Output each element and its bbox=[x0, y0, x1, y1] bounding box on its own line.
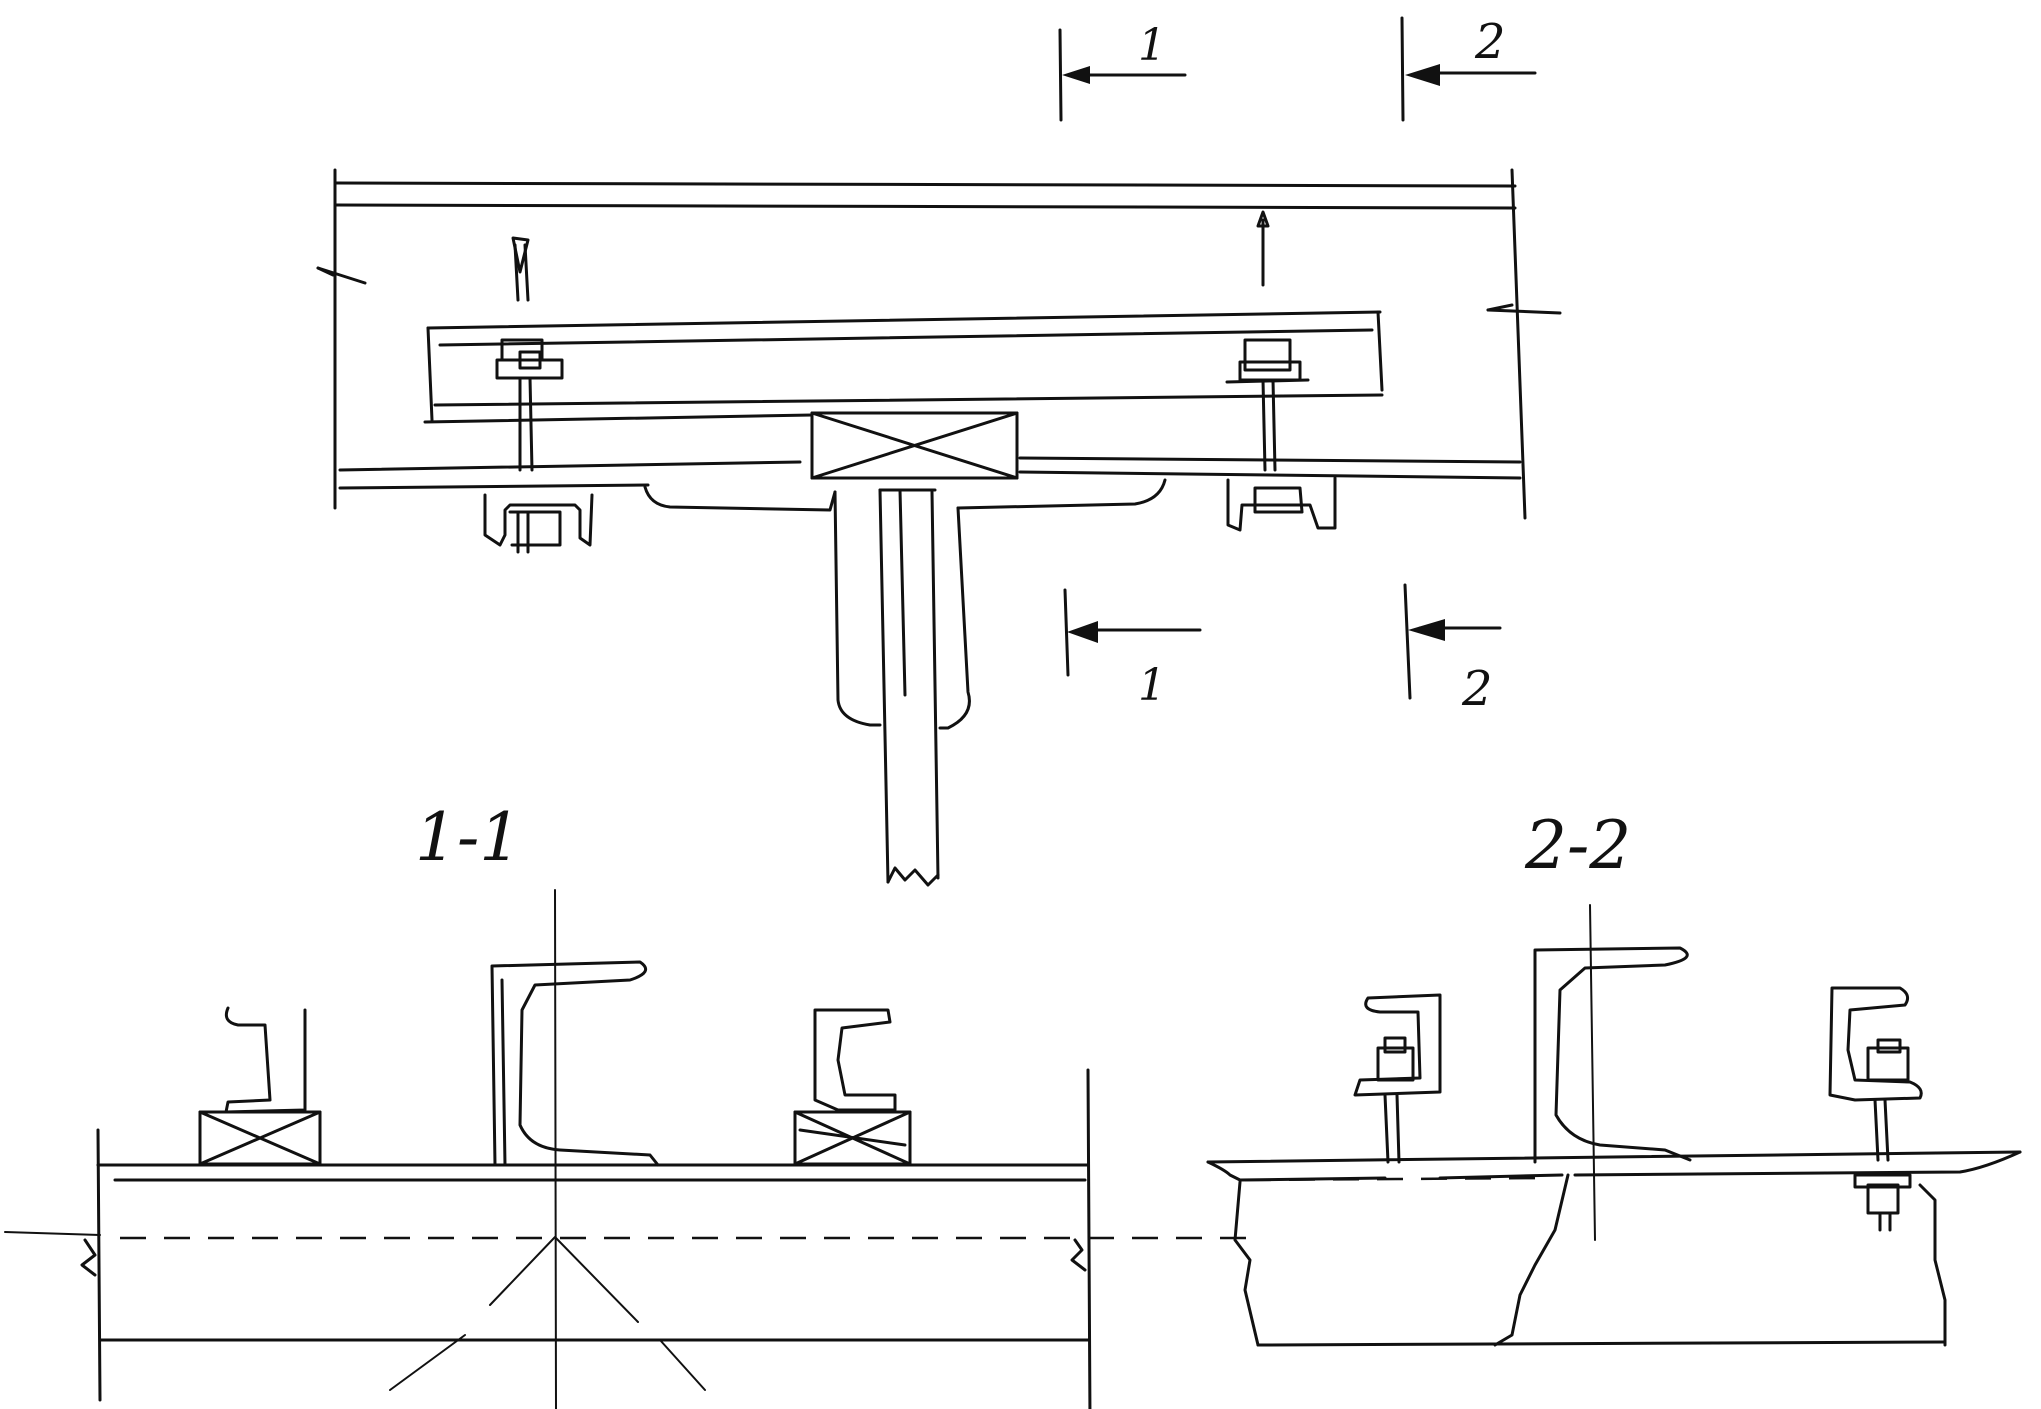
section-1-bracket-right bbox=[793, 1008, 912, 1166]
cut-1-bottom-label: 1 bbox=[1138, 660, 1166, 711]
plan-t-section bbox=[643, 478, 1167, 887]
plan-bolt-right bbox=[1225, 210, 1310, 472]
section-2-bracket-right bbox=[1828, 986, 1923, 1232]
section-2-bracket-left bbox=[1353, 993, 1442, 1164]
cut-2-bottom: 2 bbox=[1403, 583, 1502, 717]
section-1-1: 1-1 bbox=[4, 799, 1250, 1409]
section-2-beam bbox=[1206, 904, 2022, 1347]
plan-lug-left bbox=[483, 493, 594, 554]
section-2-2: 2-2 bbox=[1206, 807, 2022, 1347]
plan-bolt-left bbox=[495, 236, 564, 472]
cut-2-top: 2 bbox=[1400, 14, 1537, 122]
section-1-beam bbox=[4, 889, 1250, 1409]
plan-channel-beam bbox=[423, 310, 1384, 424]
plan-lug-right bbox=[1226, 476, 1337, 532]
plan-view: 1 2 1 2 bbox=[316, 14, 1562, 887]
section-1-1-title: 1-1 bbox=[415, 799, 521, 876]
section-1-bracket-left bbox=[198, 1006, 322, 1166]
section-2-2-title: 2-2 bbox=[1524, 807, 1631, 884]
cut-1-bottom: 1 bbox=[1063, 588, 1202, 711]
cut-1-top: 1 bbox=[1058, 20, 1187, 122]
section-2-channel bbox=[1533, 946, 1692, 1164]
cut-2-top-label: 2 bbox=[1474, 14, 1506, 70]
section-1-channel bbox=[490, 960, 660, 1167]
plan-girder bbox=[316, 168, 1562, 520]
cut-2-bottom-label: 2 bbox=[1461, 661, 1493, 717]
plan-crossed-block bbox=[810, 411, 1019, 480]
cut-1-top-label: 1 bbox=[1138, 20, 1166, 71]
